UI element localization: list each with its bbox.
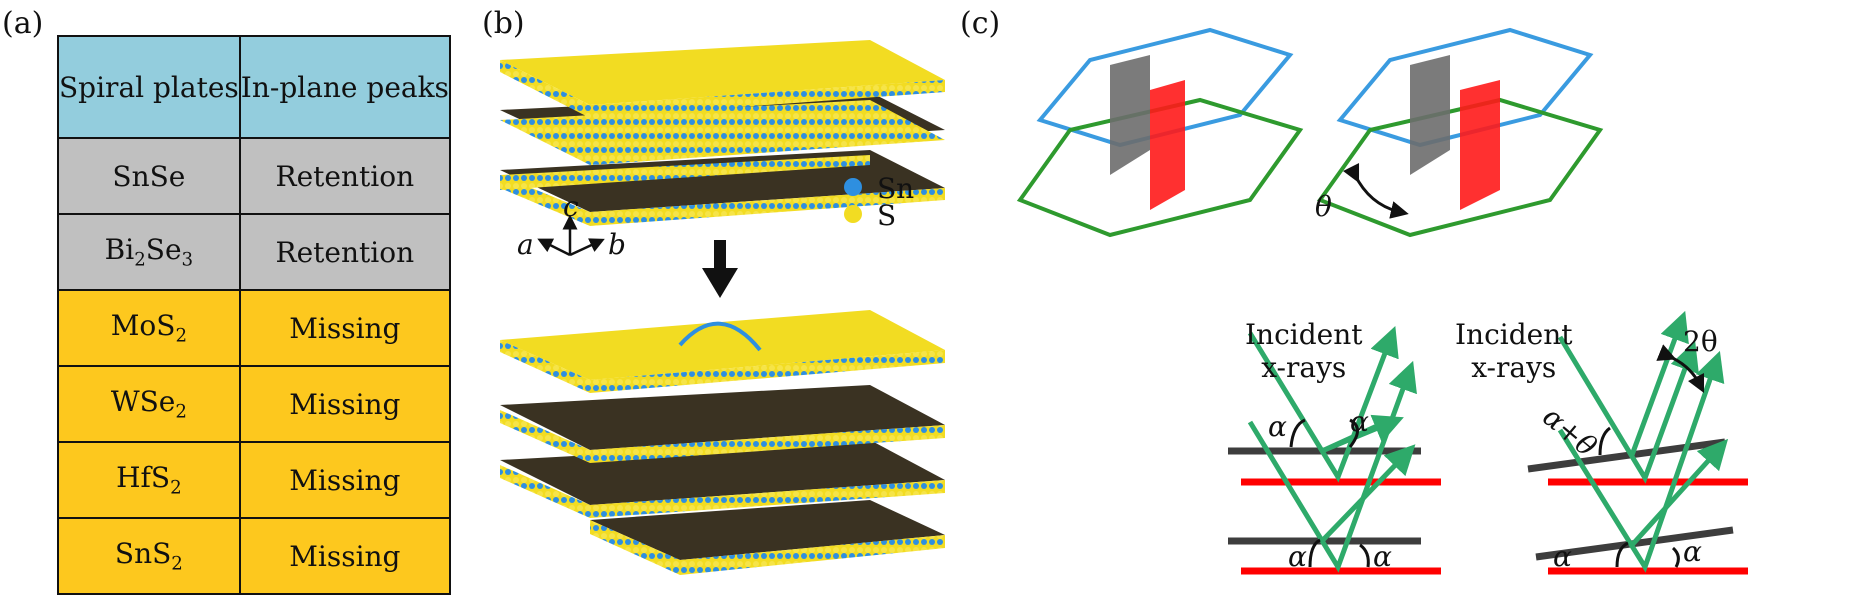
diffraction-tilted xyxy=(1527,310,1748,575)
incident-line1: Incident xyxy=(1455,318,1573,351)
alpha-label: α xyxy=(1288,540,1307,573)
incident-label-right: Incident x-rays xyxy=(1455,318,1573,384)
table-header-row: Spiral plates In-plane peaks xyxy=(57,35,451,139)
peaks-cell: Missing xyxy=(238,289,451,367)
panel-label-c: (c) xyxy=(960,6,1001,41)
material-cell: WSe2 xyxy=(57,365,241,443)
legend-label-s: S xyxy=(877,199,897,232)
axis-label-c: c xyxy=(563,190,579,223)
formula-part: HfS xyxy=(116,461,171,495)
table-row: SnSe Retention xyxy=(57,137,451,215)
axes-icon xyxy=(537,214,605,257)
hexagon-layers-left xyxy=(1016,27,1304,238)
legend-sn-marker xyxy=(844,178,862,196)
material-cell: MoS2 xyxy=(57,289,241,367)
axis-label-a: a xyxy=(517,228,534,261)
header-in-plane-peaks: In-plane peaks xyxy=(238,35,451,139)
panel-label-a: (a) xyxy=(2,6,44,41)
alpha-label: α xyxy=(1683,535,1702,568)
formula-part: WSe xyxy=(110,385,176,419)
peaks-cell: Retention xyxy=(238,137,451,215)
material-cell: SnS2 xyxy=(57,517,241,595)
header-spiral-plates: Spiral plates xyxy=(57,35,241,139)
incident-label-left: Incident x-rays xyxy=(1245,318,1363,384)
formula-part: Bi xyxy=(104,233,135,267)
peaks-cell: Missing xyxy=(238,441,451,519)
formula-part: SnSe xyxy=(112,159,186,193)
two-theta-label: 2θ xyxy=(1683,325,1718,358)
diffraction-parallel xyxy=(1228,325,1441,575)
material-cell: SnSe xyxy=(57,137,241,215)
incident-line2: x-rays xyxy=(1471,351,1557,384)
formula-part: Se xyxy=(145,233,182,267)
formula-part: 3 xyxy=(181,249,194,271)
formula-part: 2 xyxy=(171,553,183,575)
formula-part: 2 xyxy=(175,325,188,347)
axis-label-b: b xyxy=(608,228,626,261)
formula-part: 2 xyxy=(170,477,182,499)
alpha-label: α xyxy=(1268,410,1287,443)
formula-part: SnS xyxy=(114,537,172,571)
layered-stack-spiral xyxy=(500,310,945,575)
legend-s-marker xyxy=(844,205,862,223)
layered-stack-flat xyxy=(500,40,945,226)
peaks-cell: Missing xyxy=(238,517,451,595)
incident-line2: x-rays xyxy=(1261,351,1347,384)
theta-label: θ xyxy=(1315,190,1332,223)
formula-part: MoS xyxy=(110,309,176,343)
peaks-cell: Retention xyxy=(238,213,451,291)
incident-line1: Incident xyxy=(1245,318,1363,351)
material-cell: HfS2 xyxy=(57,441,241,519)
legend-label-sn: Sn xyxy=(877,172,915,205)
panel-label-b: (b) xyxy=(482,6,525,41)
formula-part: 2 xyxy=(175,401,187,423)
hexagon-layers-right xyxy=(1316,27,1604,238)
transform-arrow xyxy=(702,240,738,298)
material-cell: Bi2Se3 xyxy=(57,213,241,291)
alpha-label: α xyxy=(1350,405,1369,438)
formula-part: 2 xyxy=(134,249,146,271)
peaks-cell: Missing xyxy=(238,365,451,443)
alpha-label: α xyxy=(1373,540,1392,573)
alpha-label: α xyxy=(1553,540,1572,573)
